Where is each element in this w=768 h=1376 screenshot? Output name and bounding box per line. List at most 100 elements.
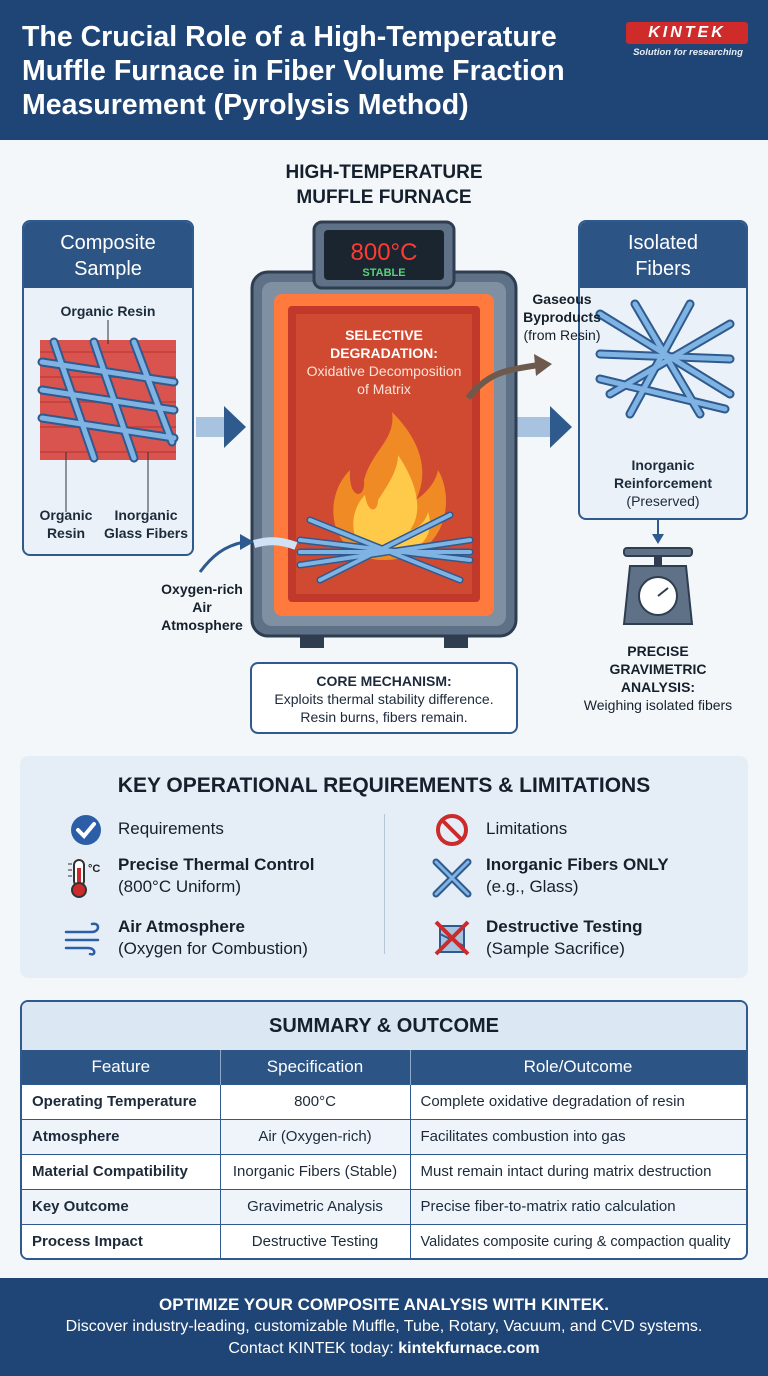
table-row: Process Impact Destructive Testing Valid… [22, 1223, 746, 1258]
title-line-3: Measurement (Pyrolysis Method) [22, 89, 469, 121]
thermometer-unit: °C [88, 863, 100, 875]
air-line-1: Oxygen-rich [161, 581, 243, 597]
core-title: CORE MECHANISM: [316, 673, 452, 689]
crossed-fibers-icon [432, 858, 472, 898]
title-line-1: The Crucial Role of a High-Temperature [22, 21, 557, 53]
composite-sample-illustration [37, 320, 179, 512]
footer-headline: OPTIMIZE YOUR COMPOSITE ANALYSIS WITH KI… [159, 1295, 609, 1314]
logo-wordmark: KINTEK [626, 22, 748, 44]
requirements-title: KEY OPERATIONAL REQUIREMENTS & LIMITATIO… [117, 774, 651, 797]
lim-destructive-sub: (Sample Sacrifice) [486, 939, 625, 958]
lim-inorganic-sub: (e.g., Glass) [486, 877, 579, 896]
footer-banner: OPTIMIZE YOUR COMPOSITE ANALYSIS WITH KI… [0, 1278, 768, 1376]
destroyed-sample-icon [434, 920, 470, 956]
kintek-logo[interactable]: KINTEK Solution for researching [626, 22, 750, 58]
table-cell-spec: Destructive Testing [220, 1223, 411, 1258]
gravimetric-line-2: GRAVIMETRIC [609, 661, 707, 677]
air-arrow [198, 540, 245, 573]
temp-display-screen [324, 230, 444, 280]
scale-icon [622, 547, 694, 625]
gravimetric-sub: Weighing isolated fibers [583, 697, 733, 713]
table-cell-role: Facilitates combustion into gas [410, 1118, 746, 1154]
table-cell-spec: Inorganic Fibers (Stable) [220, 1153, 411, 1189]
furnace-title: HIGH-TEMPERATURE MUFFLE FURNACE [234, 160, 534, 210]
gravimetric-line-3: ANALYSIS: [620, 679, 696, 695]
furnace-diagram: 800°C STABLE SELECTIVE DEGRADATION: Oxid… [196, 220, 694, 648]
table-cell-role: Must remain intact during matrix destruc… [410, 1153, 746, 1189]
requirements-heading: Requirements [118, 819, 224, 838]
table-cell-role: Complete oxidative degradation of resin [410, 1083, 746, 1119]
lim-destructive-head: Destructive Testing [486, 917, 643, 936]
gravimetric-line-1: PRECISE [627, 643, 689, 659]
reinforcement-line-1: Inorganic [631, 457, 695, 473]
table-cell-feature: Key Outcome [22, 1188, 221, 1224]
table-cell-feature: Operating Temperature [22, 1083, 221, 1119]
organic-resin-line-1: Organic [39, 507, 93, 523]
footer-contact: Contact KINTEK today: kintekfurnace.com [0, 1338, 768, 1360]
table-cell-spec: 800°C [220, 1083, 411, 1119]
thermometer-icon: °C [68, 859, 100, 898]
temp-display-value: 800°C [351, 239, 418, 266]
organic-resin-label-bottom: Organic Resin [28, 506, 104, 542]
core-line-1: Exploits thermal stability difference. [274, 691, 494, 707]
isolated-fibers-panel: Isolated Fibers Inorganic Reinforcement … [578, 220, 748, 520]
footer-website-link[interactable]: kintekfurnace.com [398, 1340, 540, 1357]
page-title: The Crucial Role of a High-Temperature M… [22, 20, 622, 122]
column-header-feature: Feature [22, 1050, 221, 1084]
summary-table: Feature Specification Role/Outcome Opera… [22, 1050, 746, 1258]
lim-destructive: Destructive Testing (Sample Sacrifice) [486, 916, 643, 960]
table-row: Atmosphere Air (Oxygen-rich) Facilitates… [22, 1118, 746, 1154]
air-atmosphere-label: Oxygen-rich Air Atmosphere [150, 580, 254, 634]
chamber-title-2: DEGRADATION: [330, 345, 438, 361]
prohibited-icon [436, 814, 468, 846]
table-cell-feature: Material Compatibility [22, 1153, 221, 1189]
isolated-title-line-2: Fibers [635, 258, 691, 280]
req-thermal-sub: (800°C Uniform) [118, 877, 241, 896]
column-header-specification: Specification [220, 1050, 411, 1084]
composite-sample-title: Composite Sample [24, 222, 192, 288]
footer-description: Discover industry-leading, customizable … [65, 1318, 703, 1335]
chamber-sub-2: of Matrix [357, 381, 411, 397]
req-thermal-head: Precise Thermal Control [118, 855, 315, 874]
furnace-title-line-1: HIGH-TEMPERATURE [285, 162, 483, 183]
isolated-title-line-1: Isolated [627, 232, 699, 254]
temp-display-status: STABLE [362, 267, 405, 279]
requirements-panel: KEY OPERATIONAL REQUIREMENTS & LIMITATIO… [20, 756, 748, 978]
chamber-title-1: SELECTIVE [345, 327, 423, 343]
gaseous-line-1: Gaseous [532, 291, 592, 307]
table-cell-role: Precise fiber-to-matrix ratio calculatio… [410, 1188, 746, 1224]
requirements-divider [384, 814, 385, 954]
isolated-fibers-title: Isolated Fibers [580, 222, 746, 288]
logo-tagline: Solution for researching [633, 47, 743, 58]
table-row: Material Compatibility Inorganic Fibers … [22, 1153, 746, 1189]
table-cell-spec: Gravimetric Analysis [220, 1188, 411, 1224]
composite-title-line-1: Composite [60, 232, 156, 254]
chamber-sub-1: Oxidative Decomposition [307, 363, 462, 379]
gravimetric-label: PRECISE GRAVIMETRIC ANALYSIS: Weighing i… [558, 642, 758, 714]
wind-icon [64, 922, 100, 956]
summary-panel: SUMMARY & OUTCOME Feature Specification … [20, 1000, 748, 1260]
reinforcement-sub: (Preserved) [626, 493, 700, 509]
table-row: Operating Temperature 800°C Complete oxi… [22, 1083, 746, 1119]
isolated-fibers-illustration [595, 299, 735, 419]
air-line-2: Air [192, 599, 212, 615]
table-header-row: Feature Specification Role/Outcome [22, 1050, 746, 1084]
footer-contact-prefix: Contact KINTEK today: [228, 1340, 399, 1357]
organic-resin-label-top: Organic Resin [60, 303, 156, 319]
gaseous-byproducts-label: Gaseous Byproducts (from Resin) [514, 290, 610, 344]
title-line-2: Muffle Furnace in Fiber Volume Fraction [22, 55, 565, 87]
table-cell-feature: Atmosphere [22, 1118, 221, 1154]
glass-fibers-line-1: Inorganic [114, 507, 178, 523]
furnace-title-line-2: MUFFLE FURNACE [296, 187, 472, 208]
gaseous-line-2: Byproducts [523, 309, 601, 325]
summary-title: SUMMARY & OUTCOME [22, 1002, 746, 1050]
column-header-role: Role/Outcome [410, 1050, 746, 1084]
gaseous-sub: (from Resin) [523, 327, 601, 343]
glass-fibers-line-2: Glass Fibers [103, 525, 189, 541]
req-air-head: Air Atmosphere [118, 917, 245, 936]
reinforcement-line-2: Reinforcement [613, 475, 713, 491]
table-cell-role: Validates composite curing & compaction … [410, 1223, 746, 1258]
flow-arrows [196, 406, 572, 448]
lim-inorganic-head: Inorganic Fibers ONLY [486, 855, 669, 874]
req-air-sub: (Oxygen for Combustion) [118, 939, 308, 958]
